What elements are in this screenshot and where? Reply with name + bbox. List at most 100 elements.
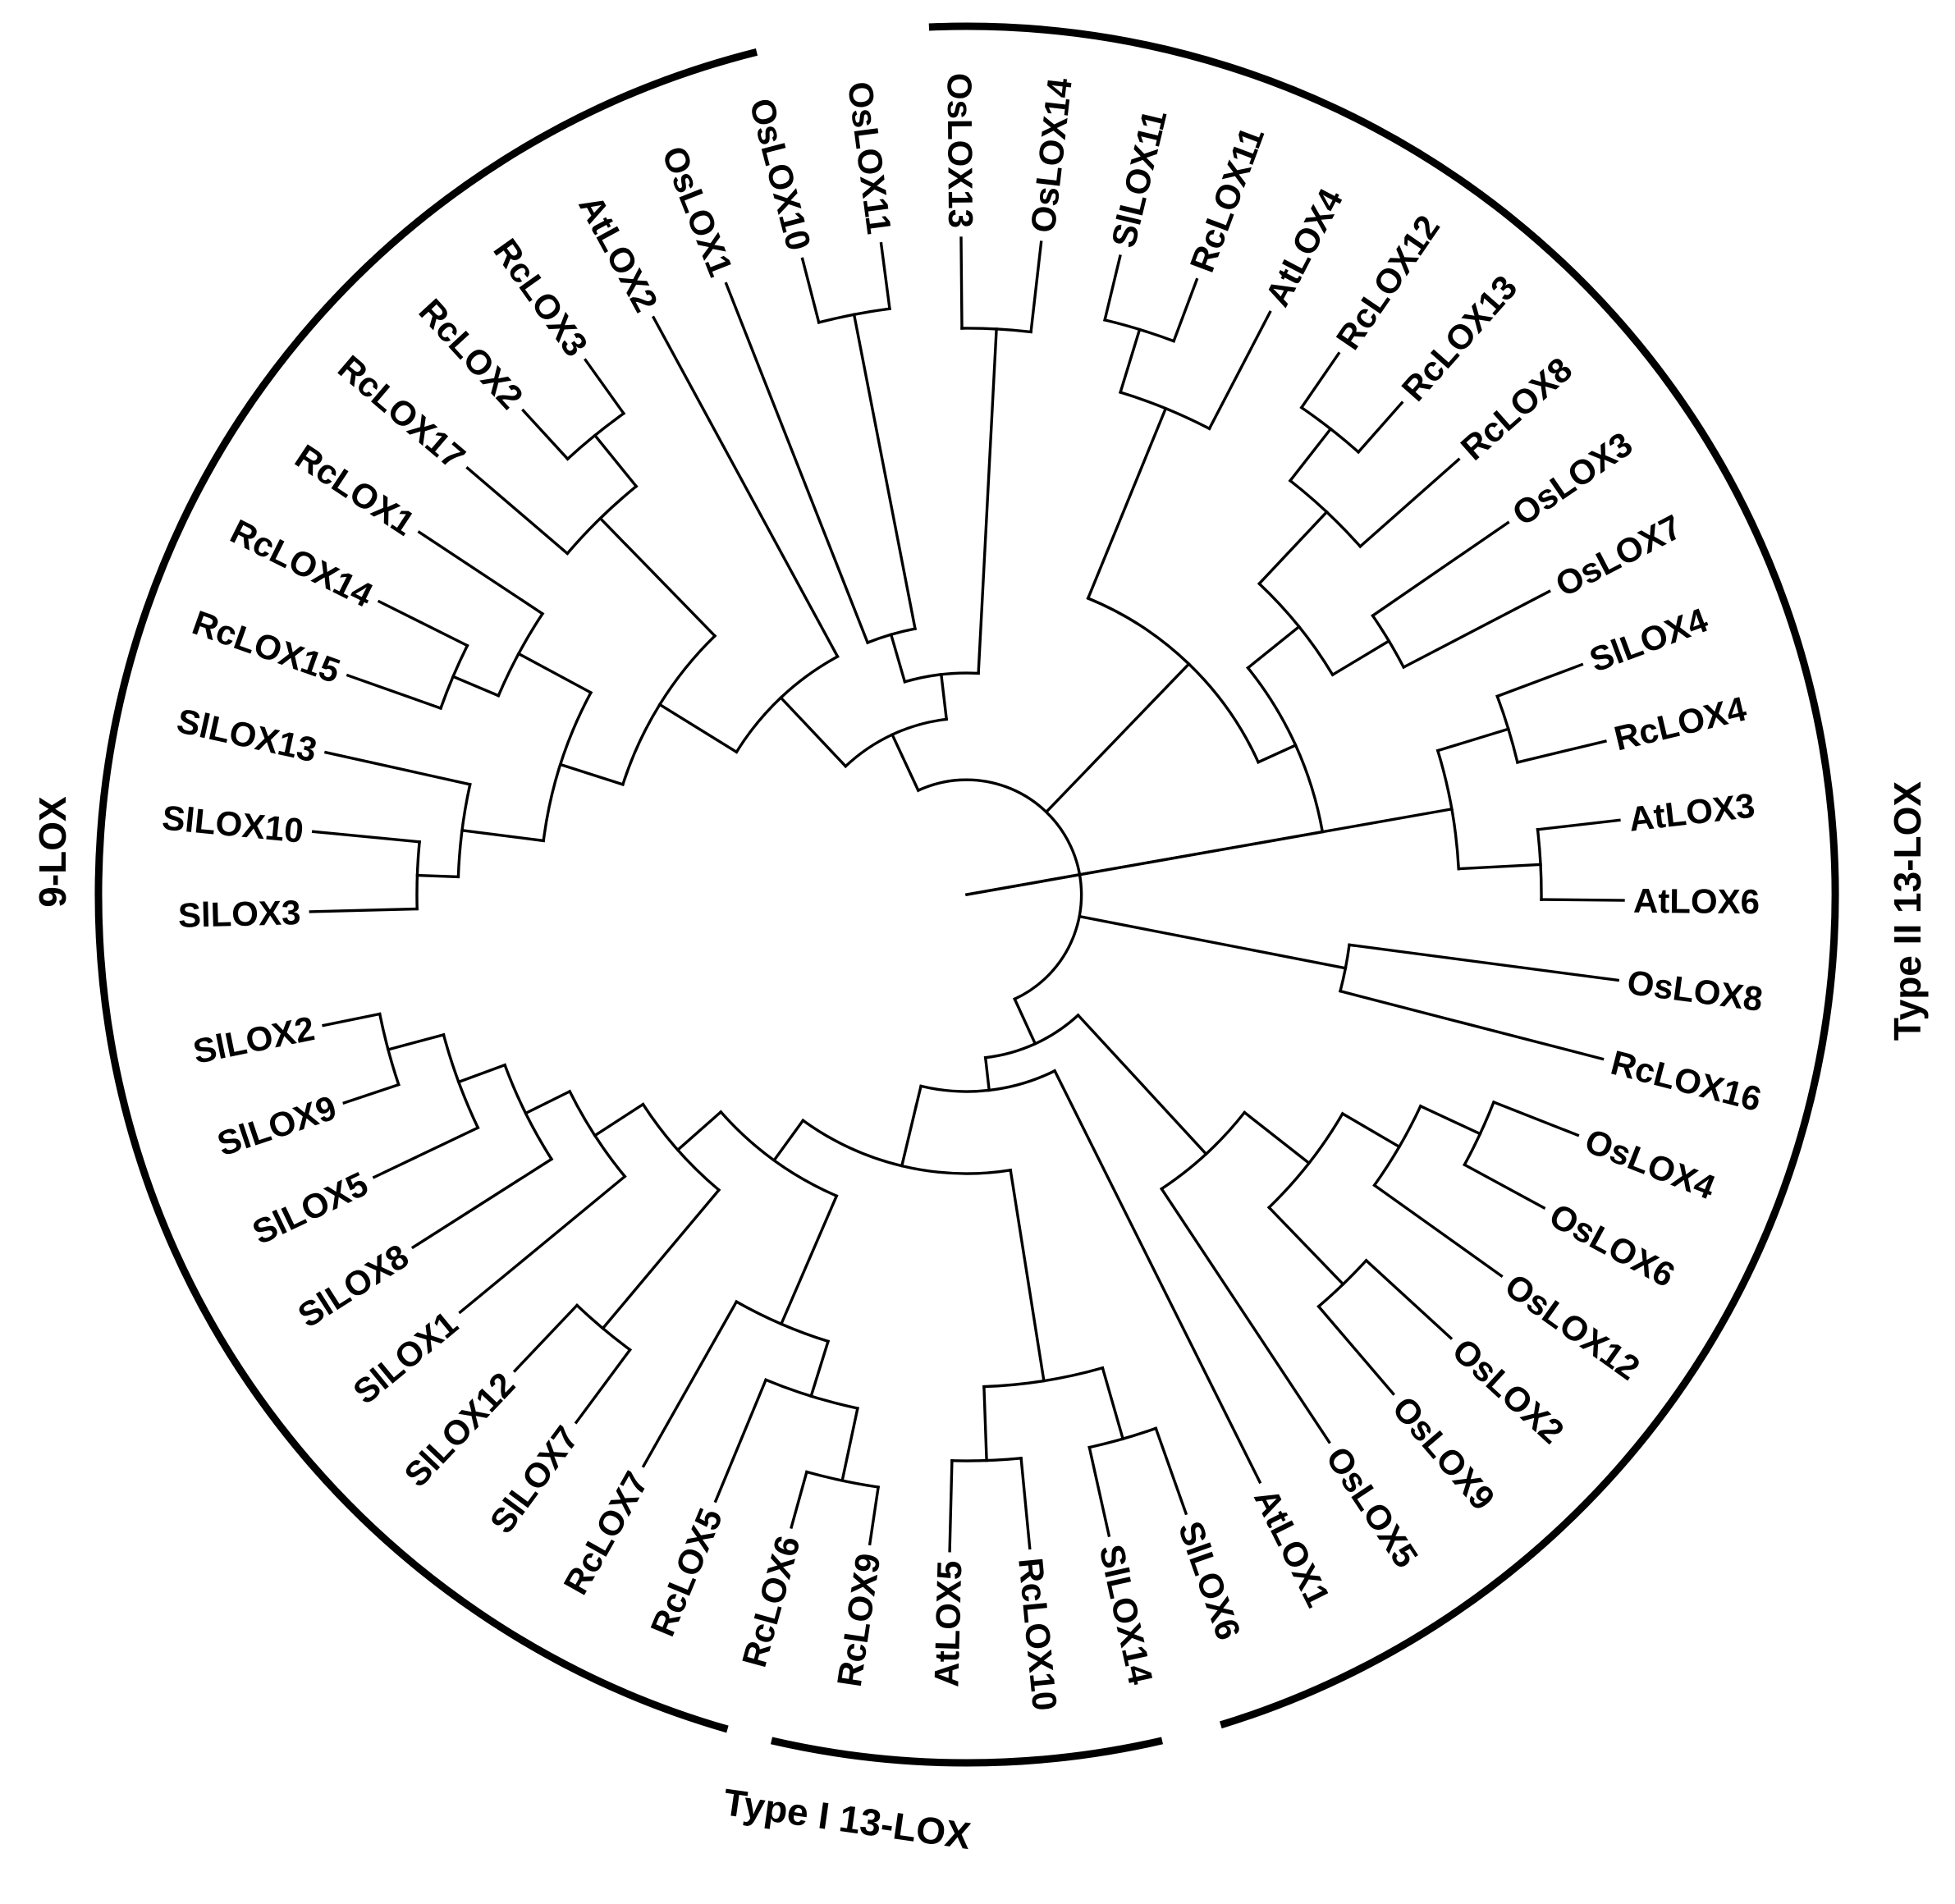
- branch-segment-7: [417, 530, 545, 616]
- leaf-label: RcLOX12: [1329, 208, 1448, 357]
- leaf-label: RcLOX8: [1454, 350, 1580, 467]
- leaf-label: SlLOX1: [346, 1304, 465, 1412]
- branch-segment-1: [311, 830, 421, 844]
- leaf-label: OsLOX1: [655, 141, 740, 281]
- branch-segment-40: [1495, 662, 1584, 698]
- leaf-label: SlLOX4: [1584, 600, 1713, 680]
- leaf-label: AtLOX3: [1627, 786, 1756, 839]
- branch-segment-95: [1076, 1013, 1208, 1156]
- branch-segment-6: [451, 675, 501, 698]
- branch-segment-3: [323, 750, 472, 786]
- branch-segment-63: [1159, 1187, 1331, 1444]
- branch-segment-34: [1288, 427, 1333, 483]
- leaf-label: RcLOX1: [289, 437, 422, 542]
- branch-segment-66: [1019, 1456, 1032, 1550]
- branch-segment-100: [1013, 997, 1037, 1046]
- branch-segment-91: [771, 1118, 805, 1163]
- branch-segment-98: [1044, 765, 1092, 814]
- branch-segment-49: [1086, 406, 1168, 601]
- leaf-label: OsLOX10: [742, 94, 818, 254]
- branch-segment-86: [601, 1188, 721, 1330]
- branch-segment-52: [1348, 943, 1620, 982]
- branch-segment-58: [1364, 1258, 1454, 1340]
- tree-branches: [309, 236, 1625, 1553]
- leaf-label: SlLOX5: [246, 1165, 373, 1252]
- branch-segment-61: [1266, 1205, 1345, 1287]
- branch-segment-62: [1242, 1110, 1312, 1165]
- branch-segment-54: [1491, 1100, 1580, 1137]
- branch-segment-82: [410, 1157, 554, 1250]
- branch-segment-0: [309, 907, 419, 913]
- leaf-label: AtLOX4: [1257, 182, 1350, 313]
- branch-segment-69: [982, 1385, 988, 1462]
- leaf-label: OsLOX14: [1023, 76, 1079, 235]
- branch-segment-88: [779, 1193, 839, 1326]
- branch-segment-45: [1457, 863, 1542, 871]
- group-bands: [94, 22, 1839, 1767]
- group-band-type-2-13-lox: [928, 22, 1839, 1729]
- branch-segment-35: [1358, 457, 1461, 549]
- leaf-label: SlLOX9: [213, 1088, 341, 1164]
- leaf-label: AtLOX6: [1633, 881, 1760, 921]
- branch-segment-89: [675, 1110, 723, 1152]
- leaf-label: SlLOX12: [396, 1365, 522, 1494]
- branch-segment-99: [1078, 914, 1348, 970]
- branch-segment-21: [852, 313, 917, 631]
- branch-segment-22: [959, 236, 964, 330]
- branch-segment-18: [800, 257, 821, 324]
- branch-segment-60: [1340, 1111, 1402, 1149]
- branch-segment-29: [1171, 277, 1199, 343]
- group-band-type-1-13-lox: [770, 1737, 1164, 1767]
- branch-segment-42: [1536, 818, 1621, 831]
- branch-segment-85: [524, 1089, 572, 1115]
- leaf-label: SlLOX3: [177, 893, 301, 935]
- leaf-label: RcLOX11: [1183, 121, 1272, 277]
- leaf-label: SlLOX2: [190, 1009, 318, 1071]
- branch-segment-92: [900, 1104, 918, 1168]
- branch-segment-53: [1338, 989, 1605, 1061]
- branch-segment-47: [1246, 625, 1302, 671]
- branch-segment-12: [465, 466, 570, 556]
- branch-segment-56: [1418, 1104, 1482, 1136]
- branch-segment-76: [574, 1348, 632, 1425]
- leaf-label: RcLOX9: [830, 1551, 888, 1690]
- leaf-label: SlLOX8: [291, 1237, 415, 1335]
- branch-segment-15: [597, 516, 717, 638]
- branch-segment-13: [593, 433, 639, 488]
- leaf-label: SlLOX13: [173, 701, 320, 769]
- branch-segment-26: [778, 695, 848, 769]
- leaf-label: RcLOX5: [643, 1503, 730, 1641]
- branch-segment-10: [521, 408, 570, 461]
- branch-segment-23: [1029, 240, 1043, 334]
- branch-segment-4: [346, 673, 443, 711]
- leaf-label: OsLOX2: [1445, 1330, 1572, 1451]
- branch-segment-31: [1207, 310, 1272, 431]
- branch-segment-50: [1256, 743, 1298, 764]
- branch-segment-70: [868, 1485, 881, 1546]
- leaf-label: OsLOX13: [941, 73, 981, 228]
- branch-segment-67: [948, 1459, 954, 1553]
- branch-segment-24: [889, 633, 907, 684]
- leaf-label: RcLOX3: [486, 231, 595, 363]
- branch-segment-25: [977, 327, 998, 675]
- leaf-label: AtLOX5: [927, 1560, 968, 1687]
- branch-segment-14: [558, 762, 625, 787]
- group-label-type-1-13-lox: Type I 13-LOX: [721, 1780, 973, 1857]
- branch-segment-71: [790, 1470, 808, 1529]
- leaf-label: OsLOX3: [1505, 424, 1639, 533]
- leaf-label: AtLOX2: [571, 189, 666, 318]
- branch-segment-2: [415, 873, 460, 879]
- branch-segment-28: [1103, 254, 1122, 322]
- leaf-label: OsLOX5: [1318, 1439, 1426, 1574]
- leaf-label: AtLOX1: [1247, 1482, 1338, 1613]
- leaf-label: RcLOX10: [1011, 1556, 1064, 1712]
- branch-segment-90: [1009, 1168, 1046, 1383]
- branch-segment-43: [1540, 898, 1625, 902]
- branch-segment-41: [1515, 739, 1607, 764]
- leaf-label: RcLOX6: [735, 1531, 808, 1671]
- branch-segment-39: [1330, 638, 1391, 677]
- leaf-label: OsLOX8: [1625, 963, 1765, 1018]
- branch-segment-73: [713, 1378, 768, 1504]
- branch-segment-33: [1356, 400, 1404, 455]
- branch-segment-93: [1052, 1069, 1262, 1485]
